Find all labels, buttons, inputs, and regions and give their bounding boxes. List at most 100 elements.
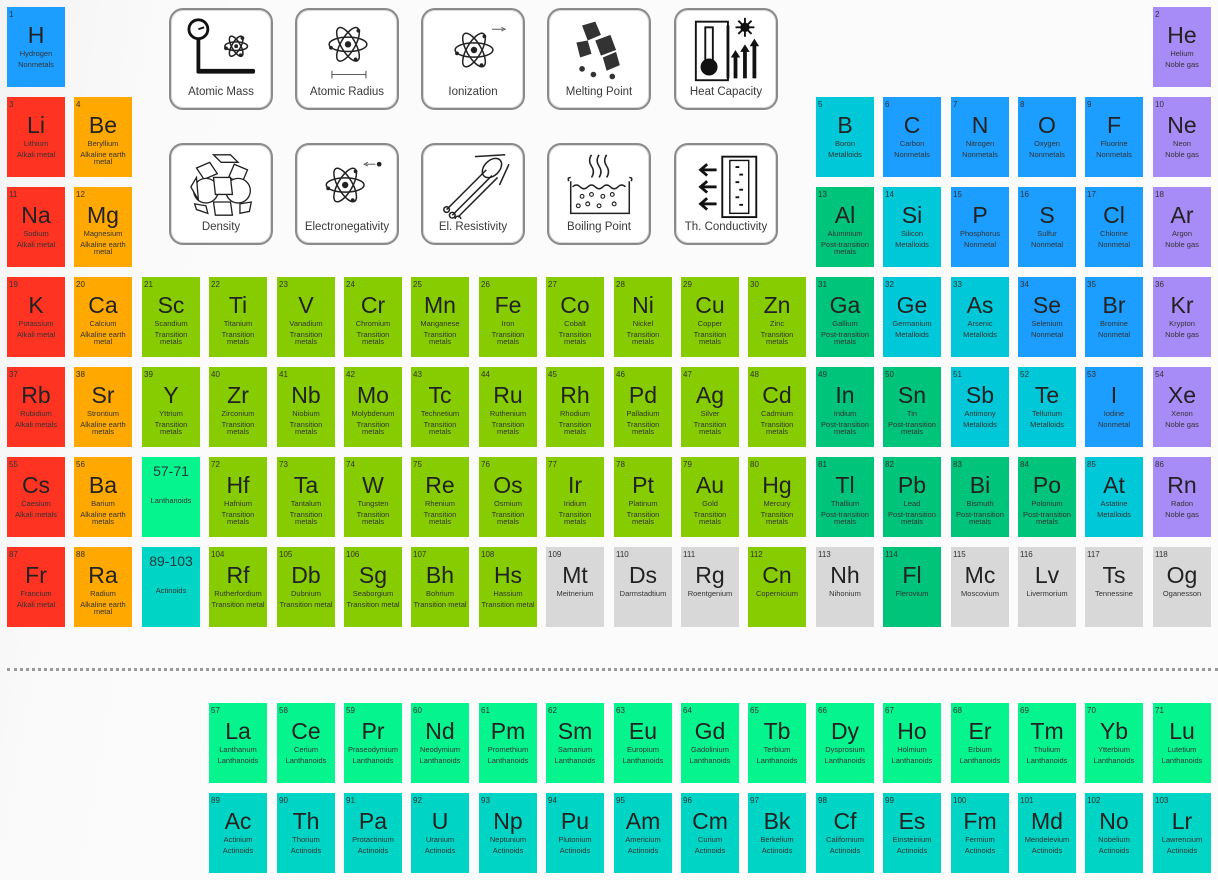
- element-tile-cr[interactable]: 24 Cr Chromium Transition metals: [344, 277, 402, 357]
- element-tile-tm[interactable]: 69 Tm Thulium Lanthanoids: [1018, 703, 1076, 783]
- element-tile-ti[interactable]: 22 Ti Titanium Transition metals: [209, 277, 267, 357]
- element-tile-tc[interactable]: 43 Tc Technetium Transition metals: [411, 367, 469, 447]
- element-tile-ba[interactable]: 56 Ba Barium Alkaline earth metals: [74, 457, 132, 537]
- element-tile-rb[interactable]: 37 Rb Rubidium Alkali metals: [7, 367, 65, 447]
- element-tile-sm[interactable]: 62 Sm Samarium Lanthanoids: [546, 703, 604, 783]
- element-tile-b[interactable]: 5 B Boron Metalloids: [816, 97, 874, 177]
- element-tile-he[interactable]: 2 He Helium Noble gas: [1153, 7, 1211, 87]
- element-tile-br[interactable]: 35 Br Bromine Nonmetal: [1085, 277, 1143, 357]
- element-tile-lu[interactable]: 71 Lu Lutetium Lanthanoids: [1153, 703, 1211, 783]
- element-tile-zn[interactable]: 30 Zn Zinc Transition metals: [748, 277, 806, 357]
- element-tile-eu[interactable]: 63 Eu Europium Lanthanoids: [614, 703, 672, 783]
- element-tile-mt[interactable]: 109 Mt Meitnerium: [546, 547, 604, 627]
- element-tile-bi[interactable]: 83 Bi Bismuth Post-transition metals: [951, 457, 1009, 537]
- element-tile-n[interactable]: 7 N Nitrogen Nonmetals: [951, 97, 1009, 177]
- element-tile-la[interactable]: 57 La Lanthanum Lanthanoids: [209, 703, 267, 783]
- element-tile-sg[interactable]: 106 Sg Seaborgium Transition metal: [344, 547, 402, 627]
- element-tile-hg[interactable]: 80 Hg Mercury Transition metals: [748, 457, 806, 537]
- element-range-actinoids[interactable]: 89-103 Actinoids: [142, 547, 200, 627]
- element-tile-sr[interactable]: 38 Sr Strontium Alkaline earth metals: [74, 367, 132, 447]
- element-tile-ne[interactable]: 10 Ne Neon Noble gas: [1153, 97, 1211, 177]
- element-tile-bh[interactable]: 107 Bh Bohrium Transition metal: [411, 547, 469, 627]
- element-range-lanthanoids[interactable]: 57-71 Lanthanoids: [142, 457, 200, 537]
- element-tile-i[interactable]: 53 I Iodine Nonmetal: [1085, 367, 1143, 447]
- element-tile-p[interactable]: 15 P Phosphorus Nonmetal: [951, 187, 1009, 267]
- element-tile-nd[interactable]: 60 Nd Neodymium Lanthanoids: [411, 703, 469, 783]
- element-tile-np[interactable]: 93 Np Neptunium Actinoids: [479, 793, 537, 873]
- element-tile-cl[interactable]: 17 Cl Chlorine Nonmetal: [1085, 187, 1143, 267]
- element-tile-al[interactable]: 13 Al Aluminium Post-transition metals: [816, 187, 874, 267]
- element-tile-fl[interactable]: 114 Fl Flerovium: [883, 547, 941, 627]
- element-tile-o[interactable]: 8 O Oxygen Nonmetals: [1018, 97, 1076, 177]
- element-tile-ho[interactable]: 67 Ho Holmium Lanthanoids: [883, 703, 941, 783]
- element-tile-na[interactable]: 11 Na Sodium Alkali metal: [7, 187, 65, 267]
- element-tile-rg[interactable]: 111 Rg Roentgenium: [681, 547, 739, 627]
- element-tile-kr[interactable]: 36 Kr Krypton Noble gas: [1153, 277, 1211, 357]
- element-tile-pm[interactable]: 61 Pm Promethium Lanthanoids: [479, 703, 537, 783]
- element-tile-s[interactable]: 16 S Sulfur Nonmetal: [1018, 187, 1076, 267]
- element-tile-er[interactable]: 68 Er Erbium Lanthanoids: [951, 703, 1009, 783]
- element-tile-pt[interactable]: 78 Pt Platinum Transition metals: [614, 457, 672, 537]
- element-tile-rn[interactable]: 86 Rn Radon Noble gas: [1153, 457, 1211, 537]
- element-tile-am[interactable]: 95 Am Americium Actinoids: [614, 793, 672, 873]
- element-tile-cm[interactable]: 96 Cm Curium Actinoids: [681, 793, 739, 873]
- element-tile-pb[interactable]: 82 Pb Lead Post-transition metals: [883, 457, 941, 537]
- element-tile-re[interactable]: 75 Re Rhenium Transition metals: [411, 457, 469, 537]
- element-tile-ga[interactable]: 31 Ga Gallium Post-transition metals: [816, 277, 874, 357]
- element-tile-hs[interactable]: 108 Hs Hassium Transition metal: [479, 547, 537, 627]
- element-tile-bk[interactable]: 97 Bk Berkelium Actinoids: [748, 793, 806, 873]
- element-tile-ac[interactable]: 89 Ac Actinium Actinoids: [209, 793, 267, 873]
- element-tile-cd[interactable]: 48 Cd Cadmium Transition metals: [748, 367, 806, 447]
- element-tile-c[interactable]: 6 C Carbon Nonmetals: [883, 97, 941, 177]
- element-tile-cf[interactable]: 98 Cf Californium Actinoids: [816, 793, 874, 873]
- element-tile-og[interactable]: 118 Og Oganesson: [1153, 547, 1211, 627]
- element-tile-gd[interactable]: 64 Gd Gadolinium Lanthanoids: [681, 703, 739, 783]
- element-tile-tb[interactable]: 65 Tb Terbium Lanthanoids: [748, 703, 806, 783]
- element-tile-fe[interactable]: 26 Fe Iron Transition metals: [479, 277, 537, 357]
- element-tile-db[interactable]: 105 Db Dubnium Transition metal: [277, 547, 335, 627]
- element-tile-fm[interactable]: 100 Fm Fermium Actinoids: [951, 793, 1009, 873]
- element-tile-pr[interactable]: 59 Pr Praseodymium Lanthanoids: [344, 703, 402, 783]
- element-tile-as[interactable]: 33 As Arsenic Metalloids: [951, 277, 1009, 357]
- element-tile-rf[interactable]: 104 Rf Rutherfordium Transition metal: [209, 547, 267, 627]
- property-button-electronegativity[interactable]: Electronegativity: [295, 143, 399, 245]
- element-tile-zr[interactable]: 40 Zr Zirconium Transition metals: [209, 367, 267, 447]
- element-tile-f[interactable]: 9 F Fluorine Nonmetals: [1085, 97, 1143, 177]
- element-tile-nb[interactable]: 41 Nb Niobium Transition metals: [277, 367, 335, 447]
- element-tile-ar[interactable]: 18 Ar Argon Noble gas: [1153, 187, 1211, 267]
- property-button-th-conductivity[interactable]: Th. Conductivity: [674, 143, 778, 245]
- element-tile-no[interactable]: 102 No Nobelium Actinoids: [1085, 793, 1143, 873]
- element-tile-v[interactable]: 23 V Vanadium Transition metals: [277, 277, 335, 357]
- element-tile-li[interactable]: 3 Li Lithium Alkali metal: [7, 97, 65, 177]
- element-tile-mn[interactable]: 25 Mn Manganese Transition metals: [411, 277, 469, 357]
- element-tile-u[interactable]: 92 U Uranium Actinoids: [411, 793, 469, 873]
- element-tile-hf[interactable]: 72 Hf Hafnium Transition metals: [209, 457, 267, 537]
- element-tile-se[interactable]: 34 Se Selenium Nonmetal: [1018, 277, 1076, 357]
- element-tile-mo[interactable]: 42 Mo Molybdenum Transition metals: [344, 367, 402, 447]
- element-tile-be[interactable]: 4 Be Beryllium Alkaline earth metal: [74, 97, 132, 177]
- element-tile-ds[interactable]: 110 Ds Darmstadtium: [614, 547, 672, 627]
- element-tile-po[interactable]: 84 Po Polonium Post-transition metals: [1018, 457, 1076, 537]
- property-button-el-resistivity[interactable]: El. Resistivity: [421, 143, 525, 245]
- element-tile-lr[interactable]: 103 Lr Lawrencium Actinoids: [1153, 793, 1211, 873]
- element-tile-md[interactable]: 101 Md Mendelevium Actinoids: [1018, 793, 1076, 873]
- element-tile-y[interactable]: 39 Y Yttrium Transition metals: [142, 367, 200, 447]
- element-tile-os[interactable]: 76 Os Osmium Transition metals: [479, 457, 537, 537]
- element-tile-xe[interactable]: 54 Xe Xenon Noble gas: [1153, 367, 1211, 447]
- element-tile-ce[interactable]: 58 Ce Cerium Lanthanoids: [277, 703, 335, 783]
- element-tile-co[interactable]: 27 Co Cobalt Transition metals: [546, 277, 604, 357]
- element-tile-au[interactable]: 79 Au Gold Transition metals: [681, 457, 739, 537]
- element-tile-sb[interactable]: 51 Sb Antimony Metalloids: [951, 367, 1009, 447]
- element-tile-dy[interactable]: 66 Dy Dysprosium Lanthanoids: [816, 703, 874, 783]
- element-tile-ca[interactable]: 20 Ca Calcium Alkaline earth metal: [74, 277, 132, 357]
- element-tile-es[interactable]: 99 Es Einsteinium Actinoids: [883, 793, 941, 873]
- element-tile-pd[interactable]: 46 Pd Palladium Transition metals: [614, 367, 672, 447]
- element-tile-lv[interactable]: 116 Lv Livermorium: [1018, 547, 1076, 627]
- element-tile-at[interactable]: 85 At Astatine Metalloids: [1085, 457, 1143, 537]
- element-tile-th[interactable]: 90 Th Thorium Actinoids: [277, 793, 335, 873]
- element-tile-ta[interactable]: 73 Ta Tantalum Transition metals: [277, 457, 335, 537]
- element-tile-yb[interactable]: 70 Yb Ytterbium Lanthanoids: [1085, 703, 1143, 783]
- element-tile-cs[interactable]: 55 Cs Caesium Alkali metals: [7, 457, 65, 537]
- property-button-ionization[interactable]: Ionization: [421, 8, 525, 110]
- element-tile-sc[interactable]: 21 Sc Scandium Transition metals: [142, 277, 200, 357]
